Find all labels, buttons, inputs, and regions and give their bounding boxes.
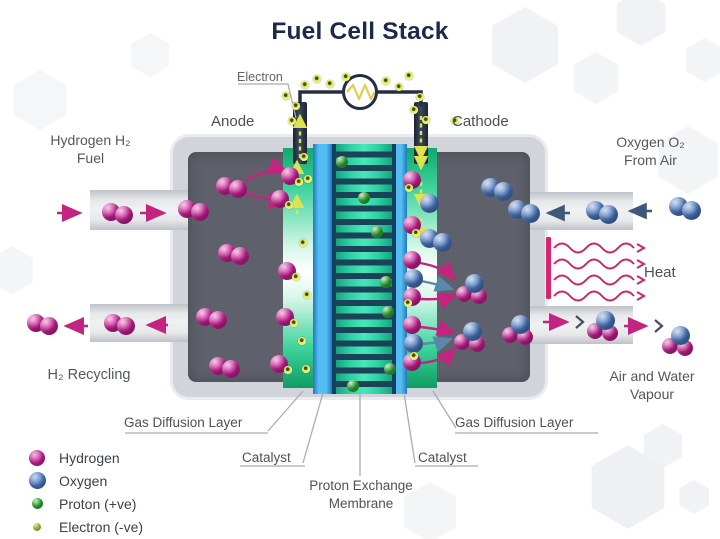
- electron-legend-dot: [33, 522, 41, 531]
- catalyst-right-label: Catalyst: [418, 450, 467, 465]
- electron-particle: [416, 93, 424, 101]
- electron-particle: [302, 365, 310, 373]
- oxygen-atom: [419, 193, 439, 213]
- legend-item-proton: Proton (+ve): [24, 492, 143, 515]
- hydrogen-atom: [230, 246, 249, 265]
- catalyst-left-label: Catalyst: [242, 450, 291, 465]
- oxygen-atom: [403, 268, 423, 288]
- proton-exchange-membrane-label: Proton Exchange Membrane: [309, 478, 413, 511]
- electron-particle: [282, 92, 290, 100]
- oxygen-air-label: Oxygen O₂ From Air: [616, 134, 685, 169]
- electron-particle: [292, 102, 300, 110]
- electron-particle: [405, 72, 413, 80]
- electron-particle: [382, 77, 390, 85]
- legend-item-electron: Electron (-ve): [24, 515, 143, 538]
- electron-particle: [304, 175, 312, 183]
- electron-particle: [292, 273, 300, 281]
- legend-item-hydrogen: Hydrogen: [24, 446, 143, 469]
- electron-particle: [313, 75, 321, 83]
- hydrogen-atom: [208, 310, 227, 329]
- oxygen-atom: [670, 325, 690, 345]
- gas-diffusion-layer-left-label: Gas Diffusion Layer: [124, 415, 243, 430]
- legend-label: Oxygen: [59, 472, 108, 489]
- hydrogen-atom: [116, 316, 135, 335]
- electron-particle: [405, 184, 413, 192]
- electron-particle: [303, 291, 311, 299]
- oxygen-atom: [510, 314, 530, 334]
- proton-particle: [382, 306, 394, 318]
- legend-label: Hydrogen: [59, 449, 120, 466]
- electron-particle: [410, 352, 418, 360]
- hydrogen-legend-dot: [29, 449, 45, 466]
- electron-particle: [342, 73, 350, 81]
- oxygen-atom: [494, 181, 513, 201]
- oxygen-atom: [599, 204, 618, 224]
- electron-callout-label: Electron: [237, 70, 283, 84]
- anode-label: Anode: [211, 113, 255, 130]
- hydrogen-atom: [39, 316, 58, 335]
- electron-particle: [412, 229, 420, 237]
- air-water-vapour-label: Air and Water Vapour: [609, 368, 695, 403]
- proton-particle: [371, 226, 383, 238]
- electron-particle: [422, 116, 430, 124]
- proton-exchange-membrane: [332, 144, 396, 394]
- electron-particle: [300, 153, 308, 161]
- hydrogen-atom: [114, 205, 133, 224]
- legend-label: Electron (-ve): [59, 518, 144, 535]
- electron-particle: [299, 239, 307, 247]
- oxygen-atom: [433, 232, 452, 252]
- hydrogen-atom: [271, 190, 289, 208]
- hydrogen-atom: [403, 251, 421, 269]
- page-title: Fuel Cell Stack: [271, 18, 449, 45]
- legend-label: Proton (+ve): [59, 495, 137, 512]
- hydrogen-fuel-label: Hydrogen H₂ Fuel: [50, 132, 131, 167]
- electron-particle: [301, 81, 309, 89]
- hydrogen-atom: [270, 355, 288, 373]
- proton-particle: [347, 380, 359, 392]
- oxygen-atom: [595, 310, 615, 330]
- electron-particle: [395, 83, 403, 91]
- proton-particle: [336, 156, 348, 168]
- electron-particle: [290, 319, 298, 327]
- legend: Hydrogen Oxygen Proton (+ve) Electron (-…: [24, 446, 143, 538]
- oxygen-atom: [462, 321, 482, 341]
- electron-particle: [451, 117, 459, 125]
- oxygen-legend-dot: [28, 472, 46, 489]
- hydrogen-atom: [190, 202, 209, 221]
- electron-particle: [326, 80, 334, 88]
- electron-particle: [295, 178, 303, 186]
- gas-diffusion-layer-right-label: Gas Diffusion Layer: [455, 415, 574, 430]
- h2-recycling-label: H₂ Recycling: [47, 367, 131, 383]
- proton-particle: [384, 363, 396, 375]
- hydrogen-atom: [276, 308, 294, 326]
- heat-label: Heat: [644, 264, 676, 281]
- cathode-label: Cathode: [452, 113, 509, 130]
- oxygen-atom: [521, 203, 540, 223]
- hydrogen-atom: [278, 262, 296, 280]
- catalyst-left: [313, 144, 332, 394]
- legend-item-oxygen: Oxygen: [24, 469, 143, 492]
- oxygen-atom: [682, 200, 701, 220]
- electron-particle: [410, 106, 418, 114]
- proton-particle: [358, 192, 370, 204]
- electron-particle: [285, 201, 293, 209]
- hydrogen-atom: [221, 359, 240, 378]
- proton-particle: [380, 276, 392, 288]
- oxygen-atom: [403, 333, 423, 353]
- oxygen-atom: [464, 273, 484, 293]
- hydrogen-atom: [403, 316, 421, 334]
- electron-particle: [298, 337, 306, 345]
- electron-particle: [404, 299, 412, 307]
- electron-particle: [284, 366, 292, 374]
- hydrogen-atom: [281, 167, 299, 185]
- hydrogen-atom: [228, 179, 247, 198]
- proton-legend-dot: [31, 498, 43, 509]
- electron-particle: [288, 117, 296, 125]
